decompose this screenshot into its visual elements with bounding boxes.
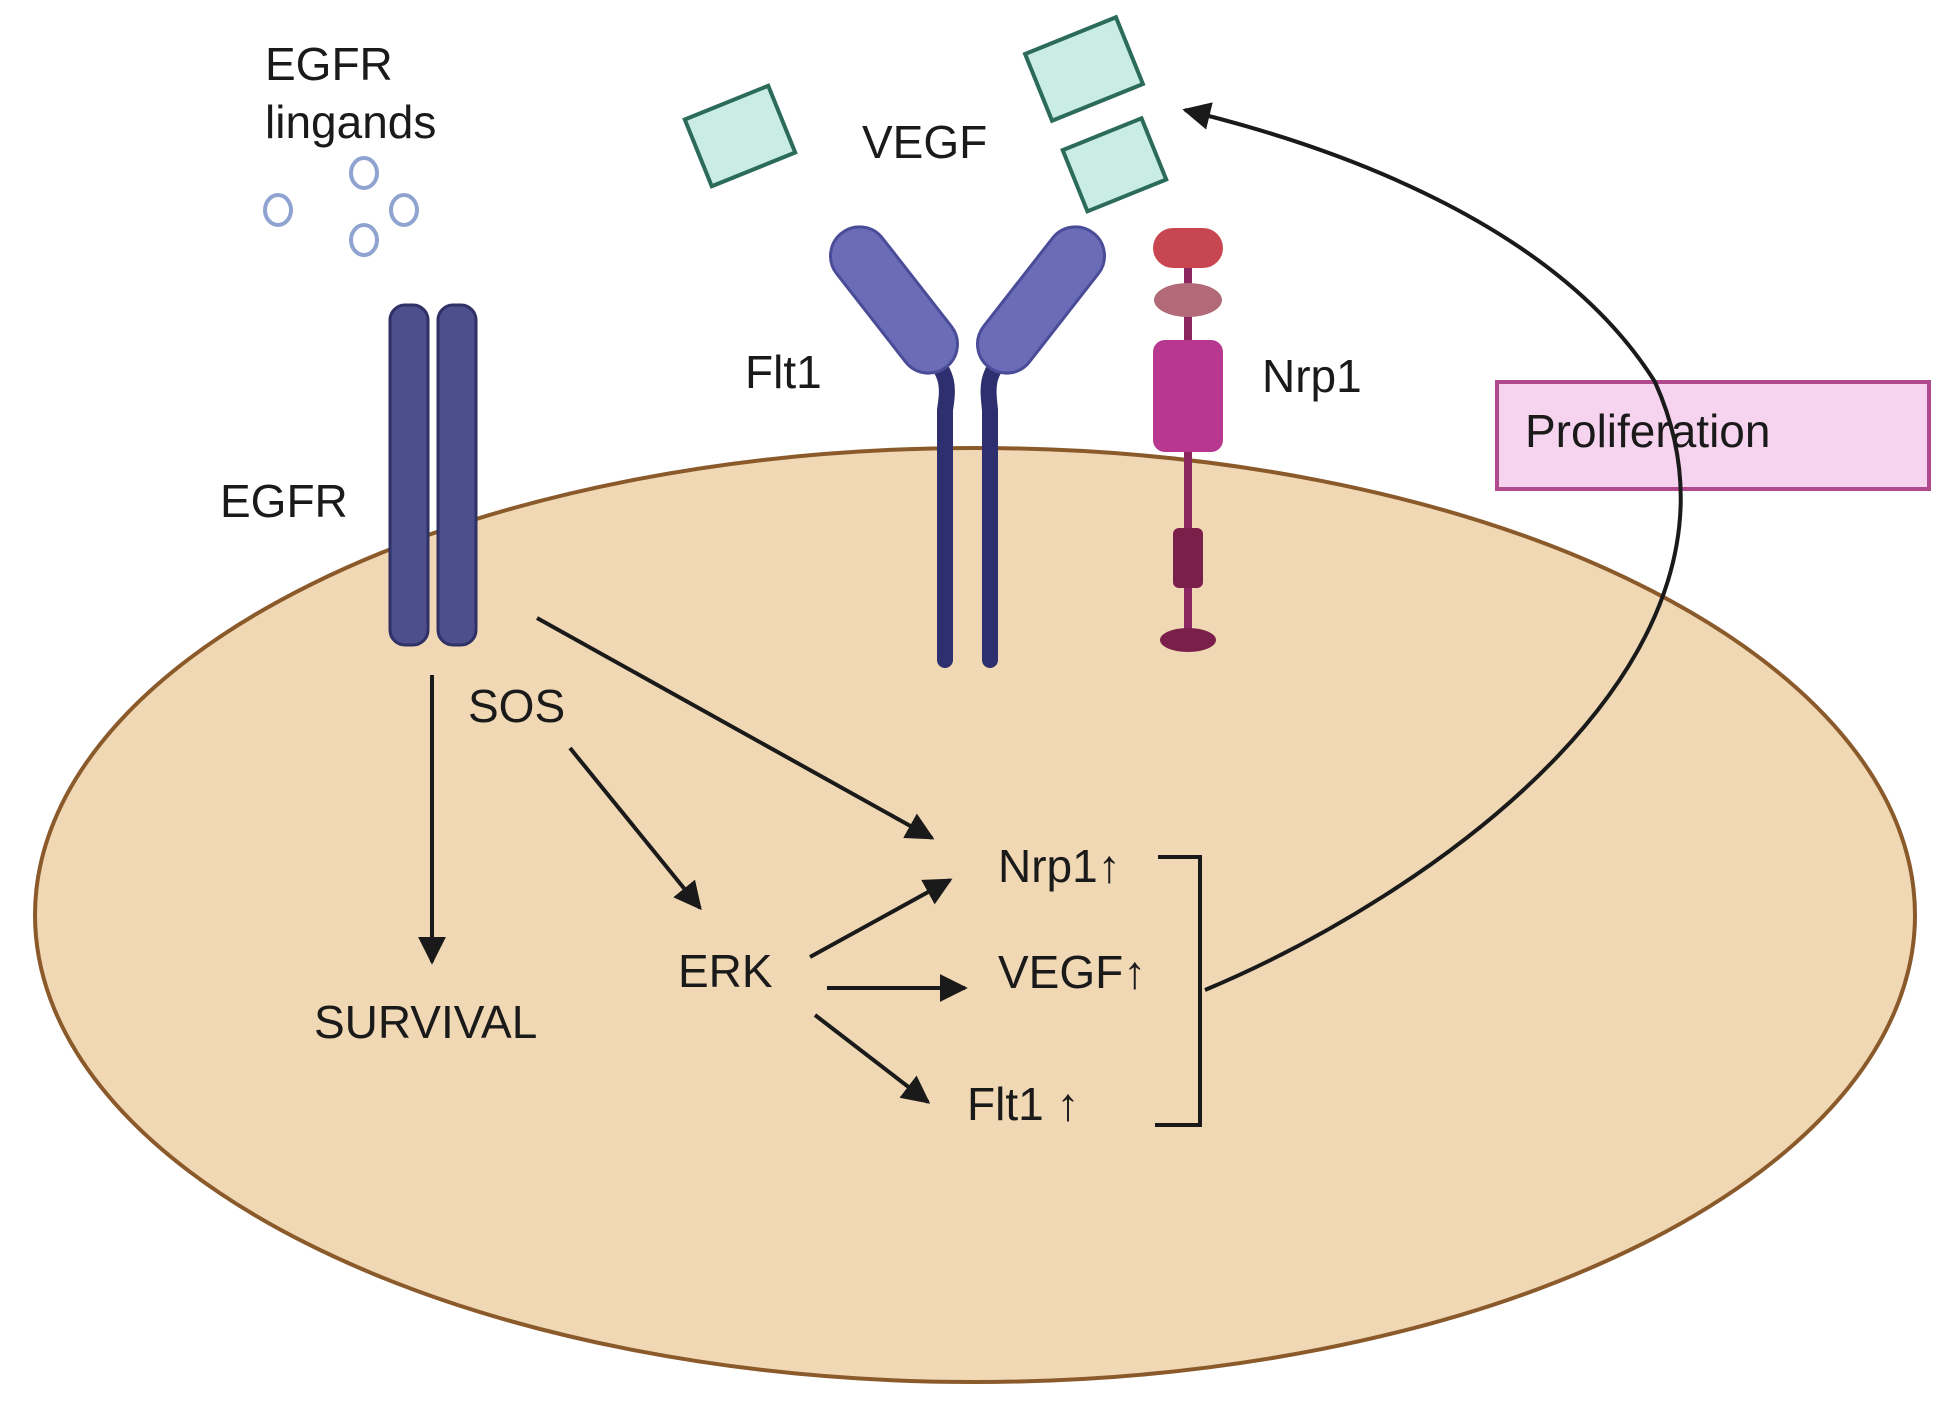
nrp1-receptor	[1153, 228, 1223, 652]
egfr-receptor	[388, 303, 478, 647]
vegf-molecule	[1060, 115, 1169, 214]
label-egfr-ligands-line2: lingands	[265, 96, 436, 148]
flt1-receptor	[829, 225, 1106, 668]
flt1-arm-left	[829, 225, 959, 375]
vegf-molecule	[682, 83, 798, 189]
ligand-particle	[389, 193, 419, 227]
label-egfr-ligands-line1: EGFR	[265, 38, 393, 90]
label-egfr-receptor: EGFR	[220, 475, 348, 527]
vegf-molecule	[1022, 14, 1146, 124]
flt1-arm-right	[976, 225, 1106, 375]
label-erk: ERK	[678, 945, 773, 997]
nrp1-cytoplasmic-tail	[1160, 628, 1216, 652]
ligand-particle	[349, 156, 379, 190]
arrow-egfr-to-nrp1	[536, 616, 935, 840]
label-vegf-up: VEGF↑	[998, 946, 1146, 998]
label-survival: SURVIVAL	[314, 996, 537, 1048]
label-proliferation: Proliferation	[1525, 405, 1770, 457]
proliferation-box	[1495, 380, 1931, 491]
label-vegf-ligand: VEGF	[862, 116, 987, 168]
egfr-chain-right	[436, 303, 478, 647]
cell-body	[33, 446, 1917, 1384]
egfr-ligand-particles	[263, 156, 419, 257]
expression-bracket	[1155, 855, 1202, 1127]
arrow-sos-to-erk	[568, 746, 702, 911]
egfr-chain-left	[388, 303, 430, 647]
nrp1-transmembrane	[1173, 528, 1203, 588]
nrp1-domain-a1	[1153, 228, 1223, 268]
nrp1-domain-b	[1153, 340, 1223, 452]
vegf-molecules	[682, 14, 1169, 214]
arrow-erk-to-nrp1	[809, 878, 953, 959]
label-flt1-up: Flt1 ↑	[967, 1078, 1079, 1130]
arrow-erk-to-flt1	[813, 1013, 931, 1104]
arrow-proliferation-feedback	[1182, 102, 1683, 992]
label-flt1-receptor: Flt1	[745, 346, 822, 398]
ligand-particle	[263, 193, 293, 227]
arrows	[418, 102, 1683, 1127]
label-nrp1-up: Nrp1↑	[998, 840, 1121, 892]
ligand-particle	[349, 223, 379, 257]
nrp1-domain-a2	[1154, 283, 1222, 317]
label-sos: SOS	[468, 680, 565, 732]
label-nrp1-receptor: Nrp1	[1262, 350, 1362, 402]
